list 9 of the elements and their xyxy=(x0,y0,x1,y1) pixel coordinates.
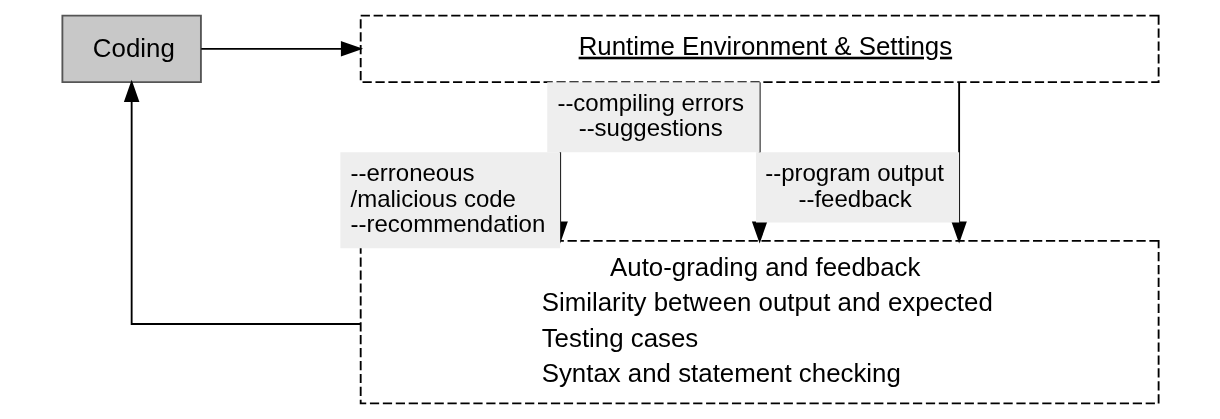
edge-label: --program output --feedback xyxy=(764,158,944,212)
edge-label: --erroneous /malicious code --recommendation xyxy=(350,158,545,238)
arrow xyxy=(950,81,967,244)
node-box: Runtime Environment & Settings xyxy=(359,14,1160,83)
edge-label: --compiling errors --suggestions xyxy=(556,88,744,142)
node-box: Auto-grading and feedback Similarity between output and expected Testing cases Syntax and statement checking xyxy=(359,239,1160,405)
node-box: Coding xyxy=(60,14,202,83)
arrow xyxy=(199,41,363,57)
arrow xyxy=(123,79,361,325)
